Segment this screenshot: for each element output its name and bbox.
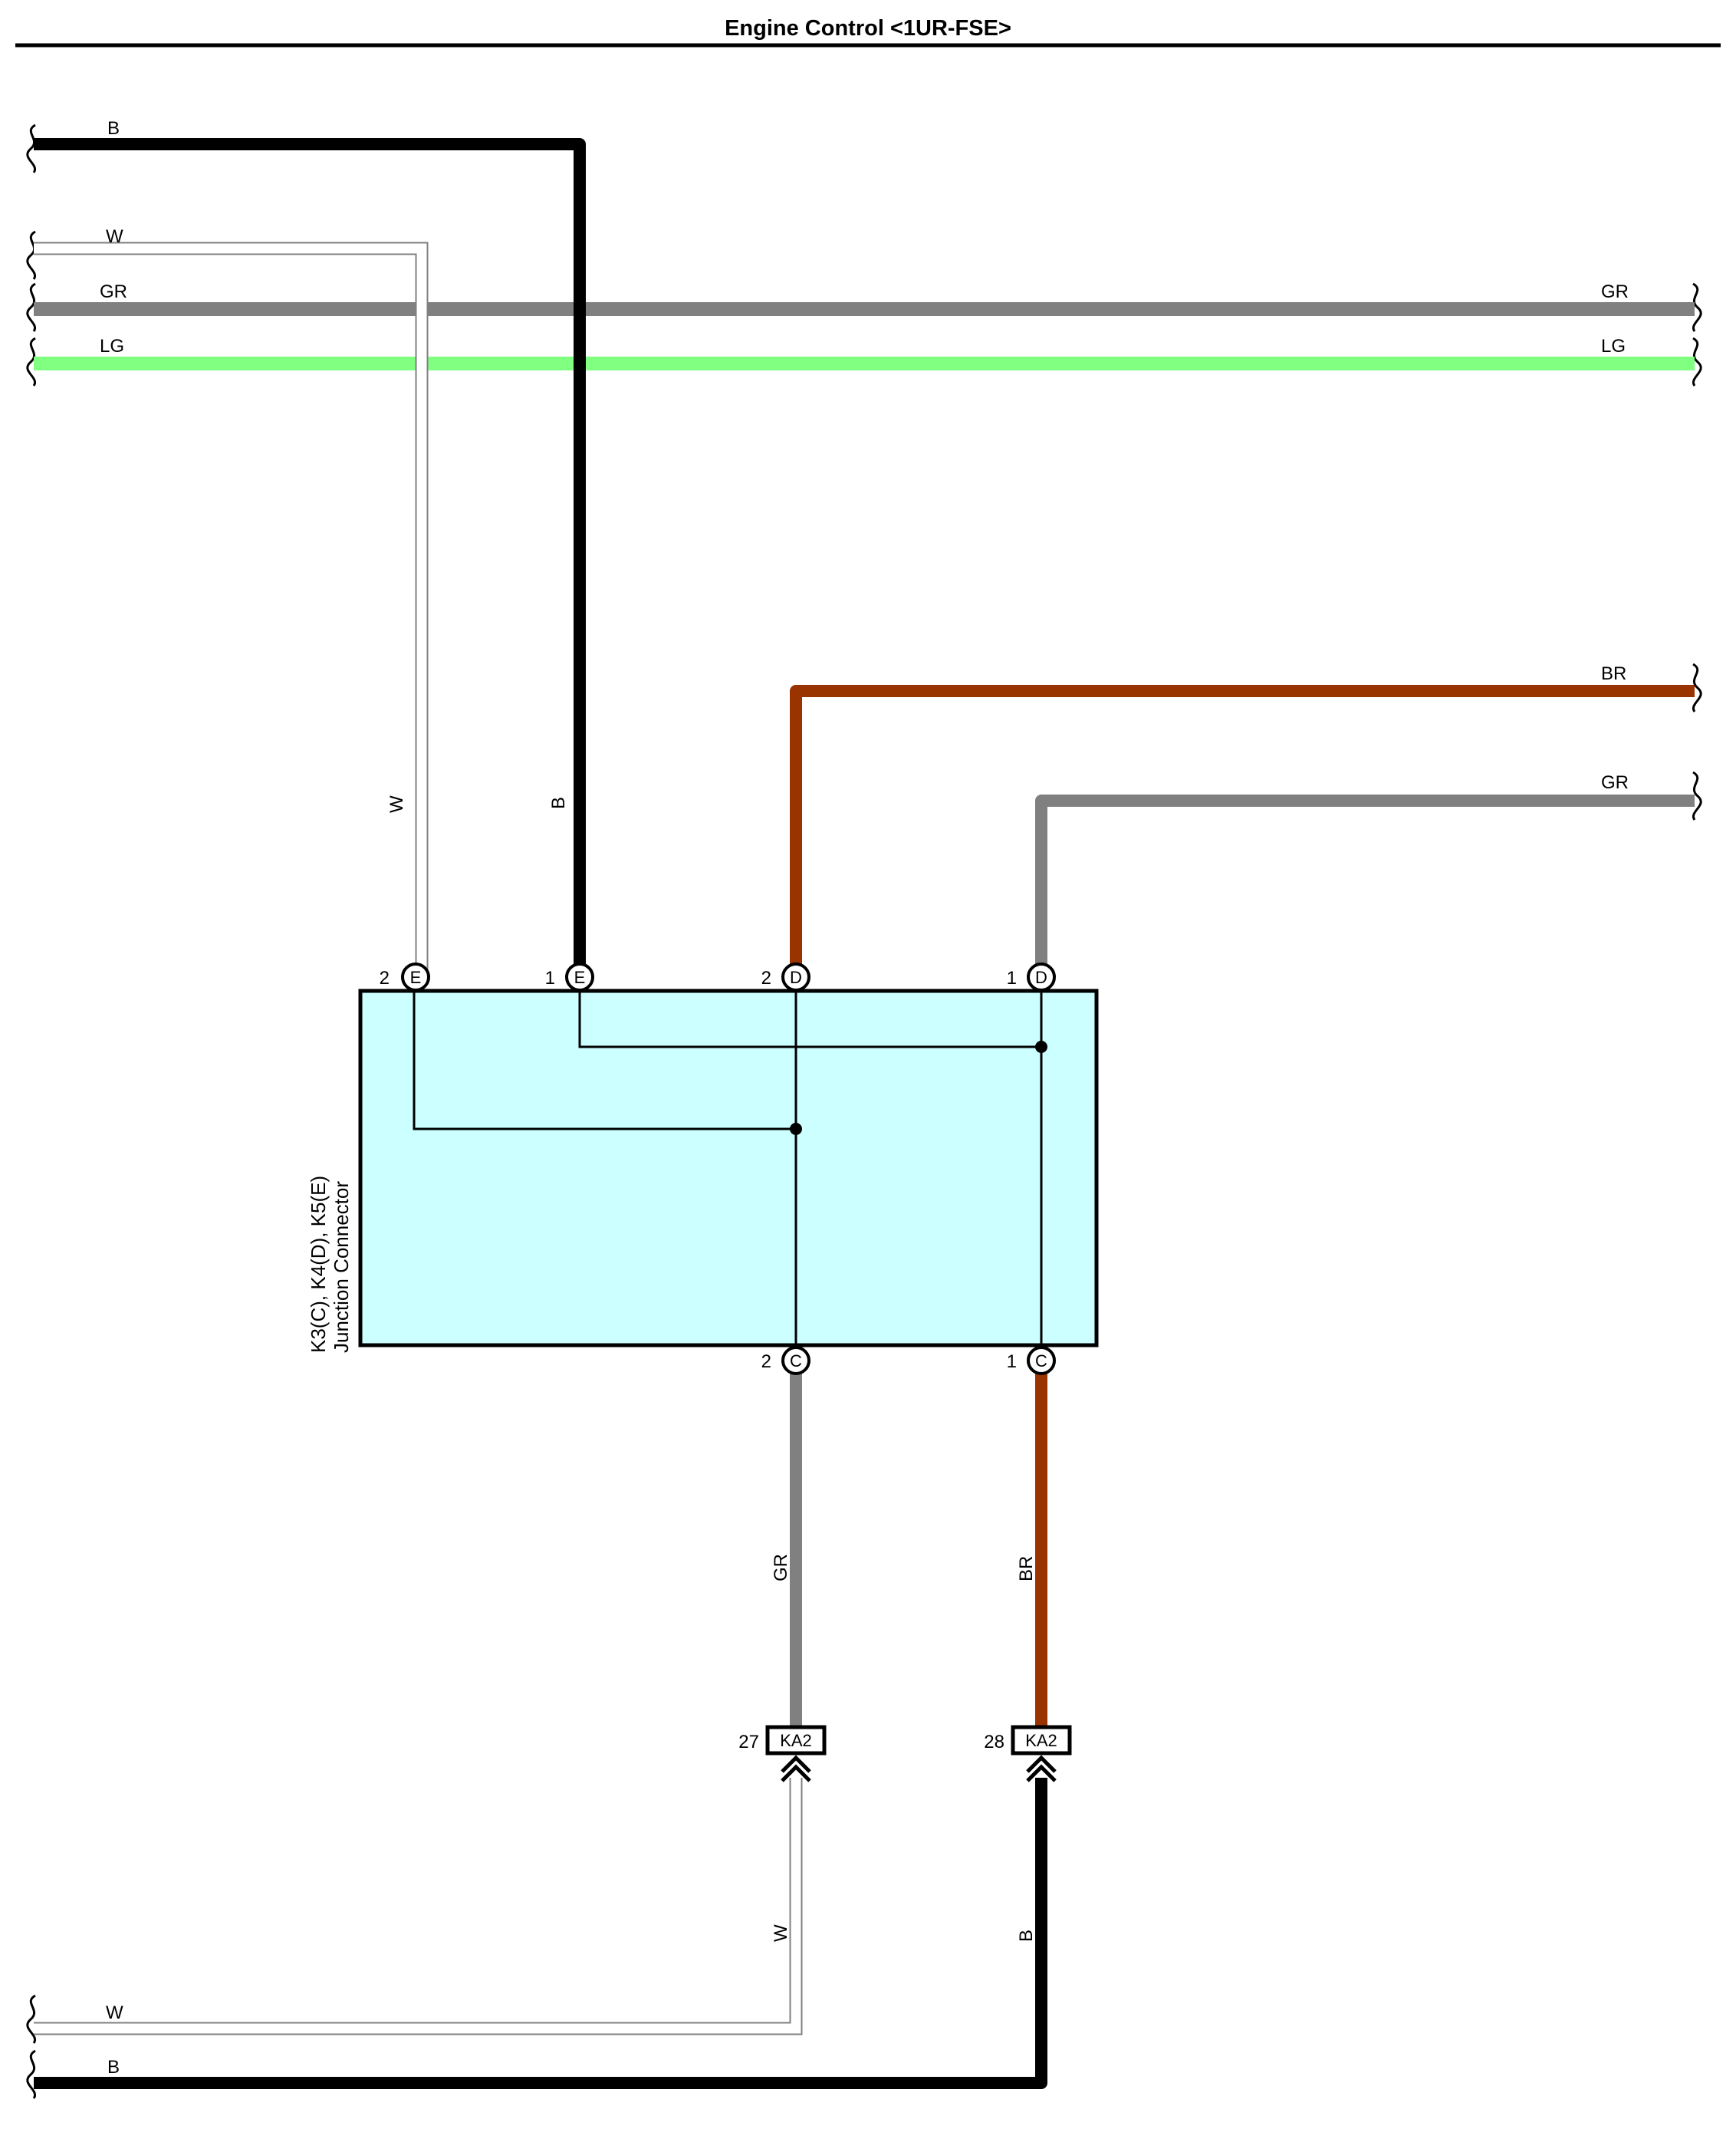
wire-w-top bbox=[34, 243, 427, 976]
page-title: Engine Control <1UR-FSE> bbox=[725, 16, 1011, 41]
pin-d1-letter: D bbox=[1035, 968, 1047, 987]
wire-label-right-gr: GR bbox=[1601, 281, 1629, 302]
wire-label-left-lg: LG bbox=[100, 336, 124, 357]
pin-e2-letter: E bbox=[410, 968, 422, 987]
wire-w-bottom bbox=[34, 1778, 801, 2034]
wire-label-down-br: BR bbox=[1016, 1556, 1037, 1581]
inline-connector-ka2-27: KA2 27 bbox=[738, 1725, 827, 1782]
pin-c2: C 2 bbox=[761, 1346, 810, 1375]
trace-e1-to-d1 bbox=[578, 991, 1041, 1048]
connector-name: K3(C), K4(D), K5(E) bbox=[307, 1176, 330, 1353]
pin-c1-letter: C bbox=[1035, 1351, 1047, 1371]
pin-c2-letter: C bbox=[790, 1351, 802, 1371]
ka2-27-box bbox=[765, 1725, 827, 1756]
splice-dot-1 bbox=[1035, 1041, 1047, 1053]
wire-label-low-w: W bbox=[771, 1924, 791, 1942]
pin-e2-number: 2 bbox=[380, 968, 390, 989]
wire-br-right bbox=[790, 685, 1695, 976]
pin-d1: D 1 bbox=[1007, 962, 1056, 992]
wire-label-top-w: W bbox=[106, 226, 123, 247]
pin-e1-letter: E bbox=[574, 968, 586, 987]
break-mark-right-br bbox=[1692, 663, 1702, 712]
wire-label-left-gr: GR bbox=[100, 281, 127, 302]
ka2-28-pin: 28 bbox=[984, 1732, 1004, 1752]
ka2-27-chevron-1 bbox=[781, 1755, 811, 1773]
connector-type: Junction Connector bbox=[330, 1181, 353, 1353]
pin-d2-letter: D bbox=[790, 968, 802, 987]
pin-c1-number: 1 bbox=[1007, 1351, 1017, 1372]
pin-e2-circle bbox=[401, 962, 430, 992]
ka2-28-chevron-2 bbox=[1026, 1764, 1057, 1782]
break-mark-right-lg bbox=[1692, 337, 1702, 387]
wire-w-bottom-outline bbox=[34, 1778, 803, 2035]
pin-d1-number: 1 bbox=[1007, 968, 1017, 989]
pin-e1: E 1 bbox=[545, 962, 594, 992]
wire-label-right-lg: LG bbox=[1601, 336, 1626, 357]
ka2-27-pin: 27 bbox=[738, 1732, 759, 1752]
pin-c1: C 1 bbox=[1007, 1346, 1056, 1375]
wire-label-vert-w: W bbox=[386, 795, 407, 813]
pin-d2: D 2 bbox=[761, 962, 810, 992]
wire-label-right-gr2: GR bbox=[1601, 772, 1629, 793]
wire-label-right-br: BR bbox=[1601, 663, 1626, 684]
trace-e2-to-d2 bbox=[413, 991, 796, 1130]
pin-e2: E 2 bbox=[380, 962, 430, 992]
wire-b-bottom bbox=[34, 1778, 1047, 2089]
pin-c2-circle bbox=[781, 1346, 810, 1375]
break-mark-left-lg bbox=[26, 337, 37, 387]
pin-c2-number: 2 bbox=[761, 1351, 771, 1372]
break-mark-bottom-b bbox=[26, 2049, 37, 2099]
wire-label-vert-b: B bbox=[548, 797, 569, 809]
pin-d1-circle bbox=[1027, 962, 1056, 992]
wire-label-top-b: B bbox=[107, 118, 120, 139]
junction-connector-box bbox=[358, 989, 1099, 1347]
inline-connector-ka2-28: KA2 28 bbox=[984, 1725, 1072, 1782]
pin-d2-circle bbox=[781, 962, 810, 992]
ka2-28-chevron-1 bbox=[1026, 1755, 1057, 1773]
wire-gr-right bbox=[1035, 795, 1695, 976]
break-mark-top-b bbox=[26, 123, 37, 173]
wire-label-low-b: B bbox=[1016, 1930, 1037, 1942]
pin-e1-number: 1 bbox=[545, 968, 555, 989]
wire-label-down-gr: GR bbox=[771, 1554, 791, 1581]
splice-dot-2 bbox=[790, 1123, 802, 1135]
wire-label-bottom-w: W bbox=[106, 2002, 123, 2023]
pin-e1-circle bbox=[565, 962, 594, 992]
ka2-27-chevron-2 bbox=[781, 1764, 811, 1782]
break-mark-right-gr bbox=[1692, 282, 1702, 332]
break-mark-bottom-w bbox=[26, 1994, 37, 2044]
ka2-27-name: KA2 bbox=[780, 1731, 812, 1750]
break-mark-right-gr2 bbox=[1692, 771, 1702, 821]
ka2-28-name: KA2 bbox=[1025, 1731, 1057, 1750]
wire-label-bottom-b: B bbox=[107, 2057, 120, 2078]
break-mark-left-gr bbox=[26, 282, 37, 332]
break-mark-top-w bbox=[26, 230, 37, 280]
wire-b-top bbox=[34, 138, 586, 976]
wire-break-marks bbox=[26, 123, 1702, 2099]
pin-c1-circle bbox=[1027, 1346, 1056, 1375]
pin-d2-number: 2 bbox=[761, 968, 771, 989]
ka2-28-box bbox=[1011, 1725, 1072, 1756]
